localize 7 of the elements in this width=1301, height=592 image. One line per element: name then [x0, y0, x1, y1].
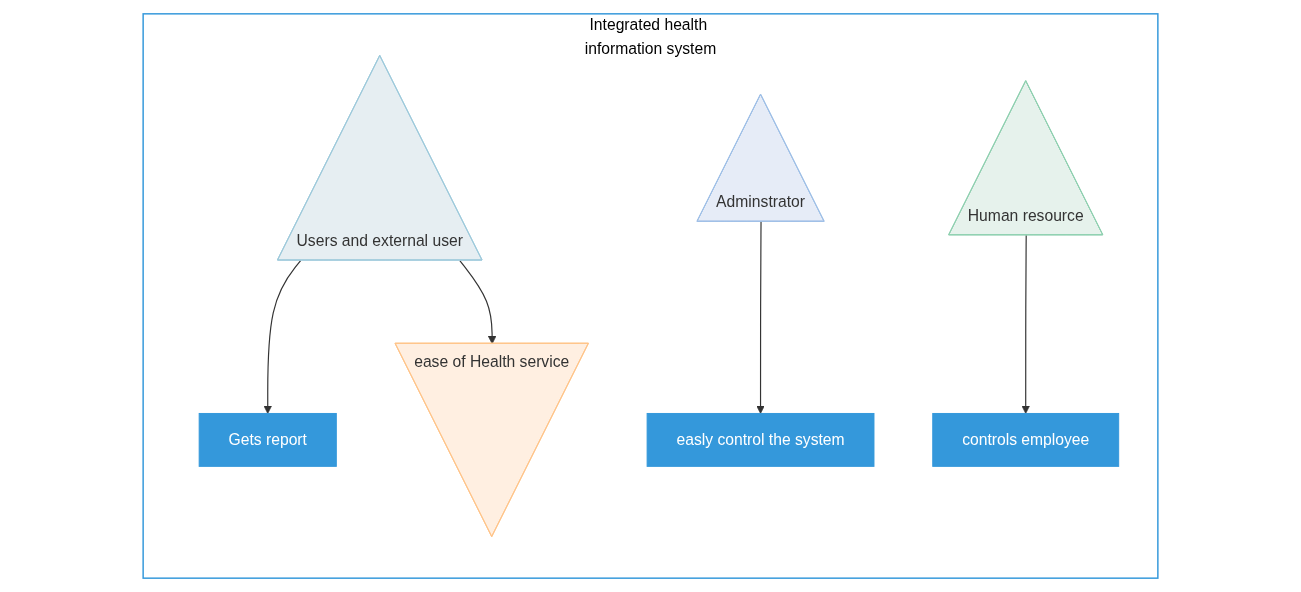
- arrow: [459, 259, 497, 345]
- node-box: Gets report: [198, 412, 337, 467]
- arrow: [263, 259, 302, 414]
- arrow: [756, 221, 765, 414]
- node-box: controls employee: [932, 412, 1120, 467]
- arrow: [1021, 234, 1030, 414]
- node-box: easly control the system: [646, 412, 875, 467]
